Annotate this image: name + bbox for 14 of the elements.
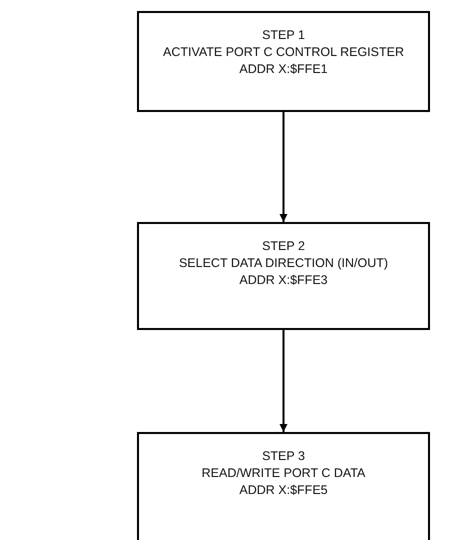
process-box [137,432,430,540]
step-text: ADDR X:$FFE3 [239,272,328,289]
arrow [280,112,288,222]
step-text: ADDR X:$FFE5 [239,482,328,499]
process-box [137,222,430,330]
step-text: ACTIVATE PORT C CONTROL REGISTER [162,44,404,61]
arrow [280,330,288,432]
step-text: STEP 3 [262,448,305,465]
step-text: READ/WRITE PORT C DATA [202,465,366,482]
step-text: STEP 2 [262,238,305,255]
step-text: STEP 1 [262,27,305,44]
process-box [137,11,430,112]
step-text: SELECT DATA DIRECTION (IN/OUT) [178,255,388,272]
step-text: ADDR X:$FFE1 [239,61,328,78]
